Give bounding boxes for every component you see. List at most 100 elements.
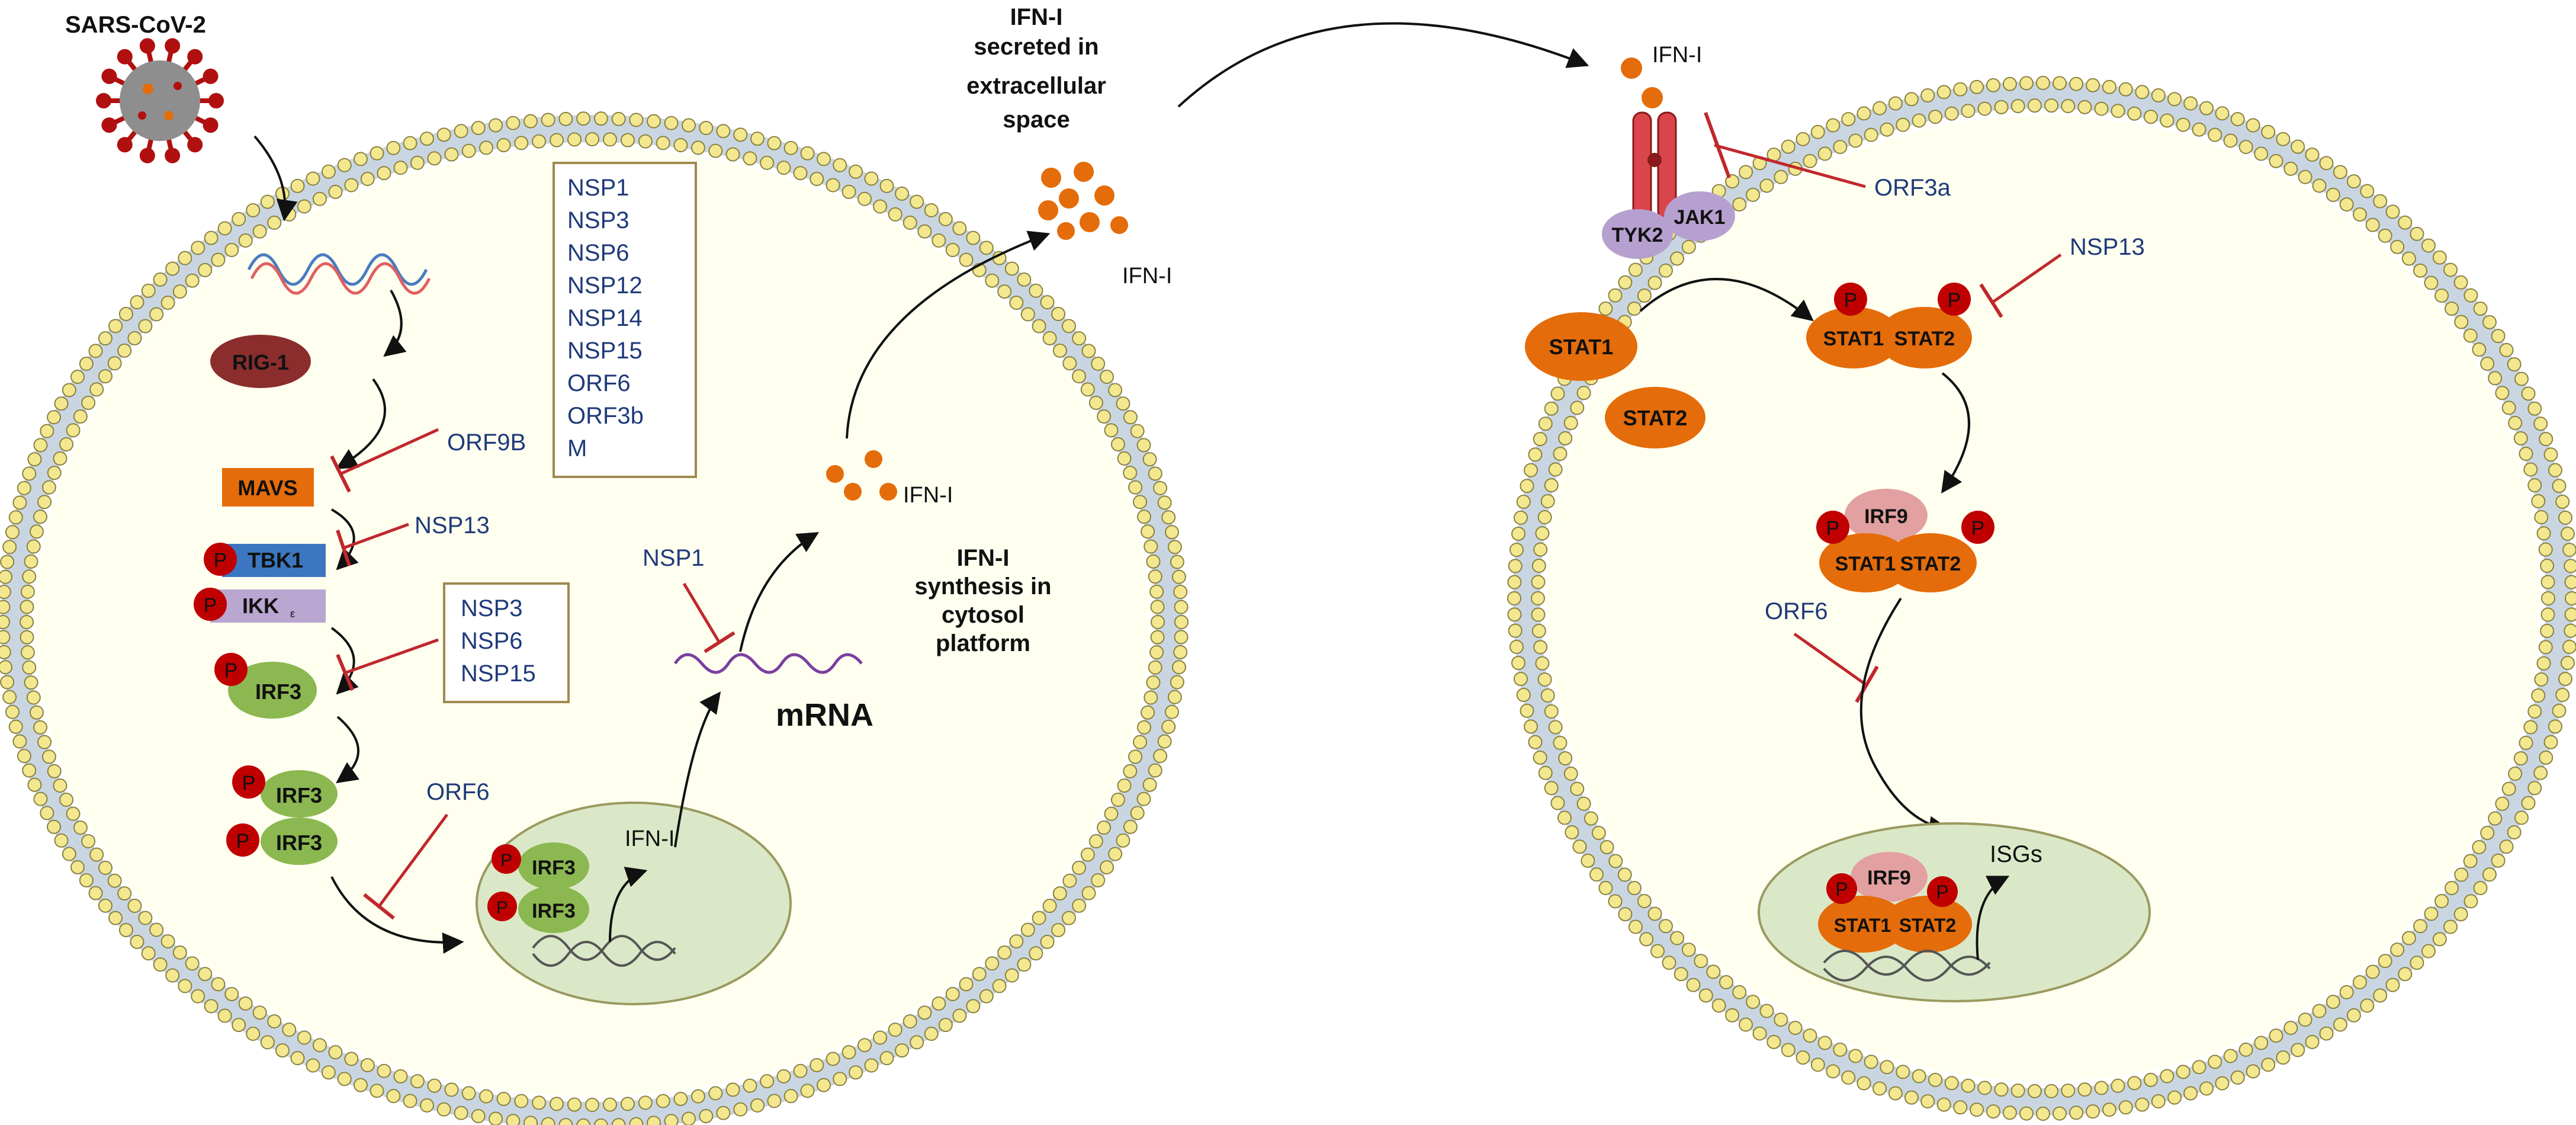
lipid-head — [73, 820, 88, 835]
lipid-head — [972, 967, 987, 982]
lipid-head — [1581, 853, 1595, 868]
lipid-head — [985, 956, 1000, 971]
lipid-head — [1788, 1021, 1803, 1036]
lipid-head — [1774, 1012, 1788, 1027]
lipid-head — [2513, 431, 2528, 445]
lipid-head — [1803, 1028, 1817, 1043]
lipid-head — [138, 911, 153, 925]
lipid-head — [2540, 559, 2555, 573]
lipid-head — [2536, 656, 2551, 671]
lipid-head — [1608, 894, 1623, 909]
lipid-head — [1670, 251, 1685, 266]
lipid-head — [1746, 995, 1761, 1009]
lipid-head — [1537, 672, 1552, 687]
lipid-head — [2432, 250, 2447, 265]
lipid-head — [1132, 495, 1147, 509]
lipid-head — [0, 630, 11, 645]
lipid-head — [377, 166, 391, 181]
lipid-head — [1004, 968, 1019, 983]
lipid-head — [2118, 82, 2133, 97]
lipid-head — [2473, 301, 2488, 316]
lipid-head — [454, 1105, 468, 1120]
lipid-head — [54, 396, 69, 411]
orf3a-inhibit-bar — [1704, 111, 1731, 179]
lipid-head — [1961, 104, 1976, 118]
lipid-head — [1565, 825, 1579, 839]
lipid-head — [2111, 104, 2125, 118]
lipid-head — [1864, 1055, 1878, 1069]
lipid-head — [1732, 985, 1747, 999]
jak1-label: JAK1 — [1674, 206, 1726, 229]
lipid-head — [1599, 839, 1614, 854]
lipid-head — [2432, 932, 2447, 947]
lipid-head — [2223, 1049, 2238, 1063]
lipid-head — [938, 1018, 953, 1033]
lipid-head — [1128, 480, 1143, 495]
virus-entry-arrow — [253, 135, 298, 222]
lipid-head — [1548, 720, 1563, 735]
lipid-head — [0, 615, 10, 629]
irf3-dimer-top-label: IRF3 — [276, 783, 322, 807]
lipid-head — [1062, 356, 1077, 371]
lipid-head — [172, 945, 187, 960]
lipid-head — [2036, 1107, 2050, 1121]
lipid-head — [2540, 623, 2555, 638]
lipid-head — [849, 164, 863, 179]
lipid-head — [496, 1091, 511, 1106]
lipid-head — [2319, 156, 2334, 171]
lipid-head — [1173, 645, 1188, 659]
lipid-head — [211, 977, 226, 992]
lipid-head — [1711, 998, 1726, 1013]
lipid-head — [673, 138, 688, 153]
lipid-head — [558, 111, 573, 126]
lipid-head — [800, 1084, 815, 1098]
lipid-head — [117, 886, 132, 901]
lipid-head — [776, 1069, 791, 1084]
lipid-head — [2086, 1104, 2100, 1119]
lipid-head — [70, 860, 85, 874]
lipid-head — [1912, 1069, 1926, 1084]
lipid-head — [2385, 977, 2400, 992]
lipid-head — [127, 331, 142, 345]
lipid-head — [275, 1043, 290, 1058]
lipid-head — [297, 1030, 311, 1045]
lipid-head — [2192, 1060, 2206, 1075]
lipid-head — [2443, 262, 2458, 277]
lipid-head — [629, 113, 644, 127]
lipid-head — [733, 1102, 748, 1117]
mrna-arrow-out — [674, 691, 721, 848]
arrow-dimer-nucleus — [330, 876, 464, 954]
nuc-transcription-arrow — [609, 867, 648, 943]
lipid-head — [1533, 750, 1547, 765]
lipid-head — [1533, 542, 1548, 557]
lipid-head — [2519, 735, 2533, 750]
lipid-head — [2401, 931, 2416, 945]
lipid-head — [2360, 184, 2375, 198]
lipid-head — [1553, 447, 1568, 461]
right-cell-membrane — [1507, 76, 2576, 1121]
lipid-head — [1165, 704, 1180, 719]
lipid-head — [2531, 688, 2546, 703]
pstat2-label: STAT2 — [1894, 328, 1955, 350]
lipid-head — [454, 124, 468, 139]
arrow-between-cells — [1177, 22, 1589, 108]
lipid-head — [1104, 806, 1119, 821]
lipid-head — [1137, 720, 1152, 735]
lipid-head — [2044, 98, 2059, 113]
lipid-head — [252, 1005, 267, 1020]
lipid-head — [733, 127, 748, 142]
lipid-head — [2312, 1004, 2327, 1018]
lipid-head — [506, 1114, 521, 1125]
lipid-head — [2495, 796, 2510, 811]
lipid-head — [1174, 630, 1189, 645]
arrow-rna-rig1 — [383, 290, 407, 357]
lipid-head — [59, 437, 74, 451]
lipid-head — [1912, 113, 1926, 128]
lipid-head — [393, 161, 408, 175]
lipid-head — [2413, 919, 2428, 934]
lipid-head — [1142, 777, 1157, 792]
lipid-head — [2533, 765, 2548, 780]
